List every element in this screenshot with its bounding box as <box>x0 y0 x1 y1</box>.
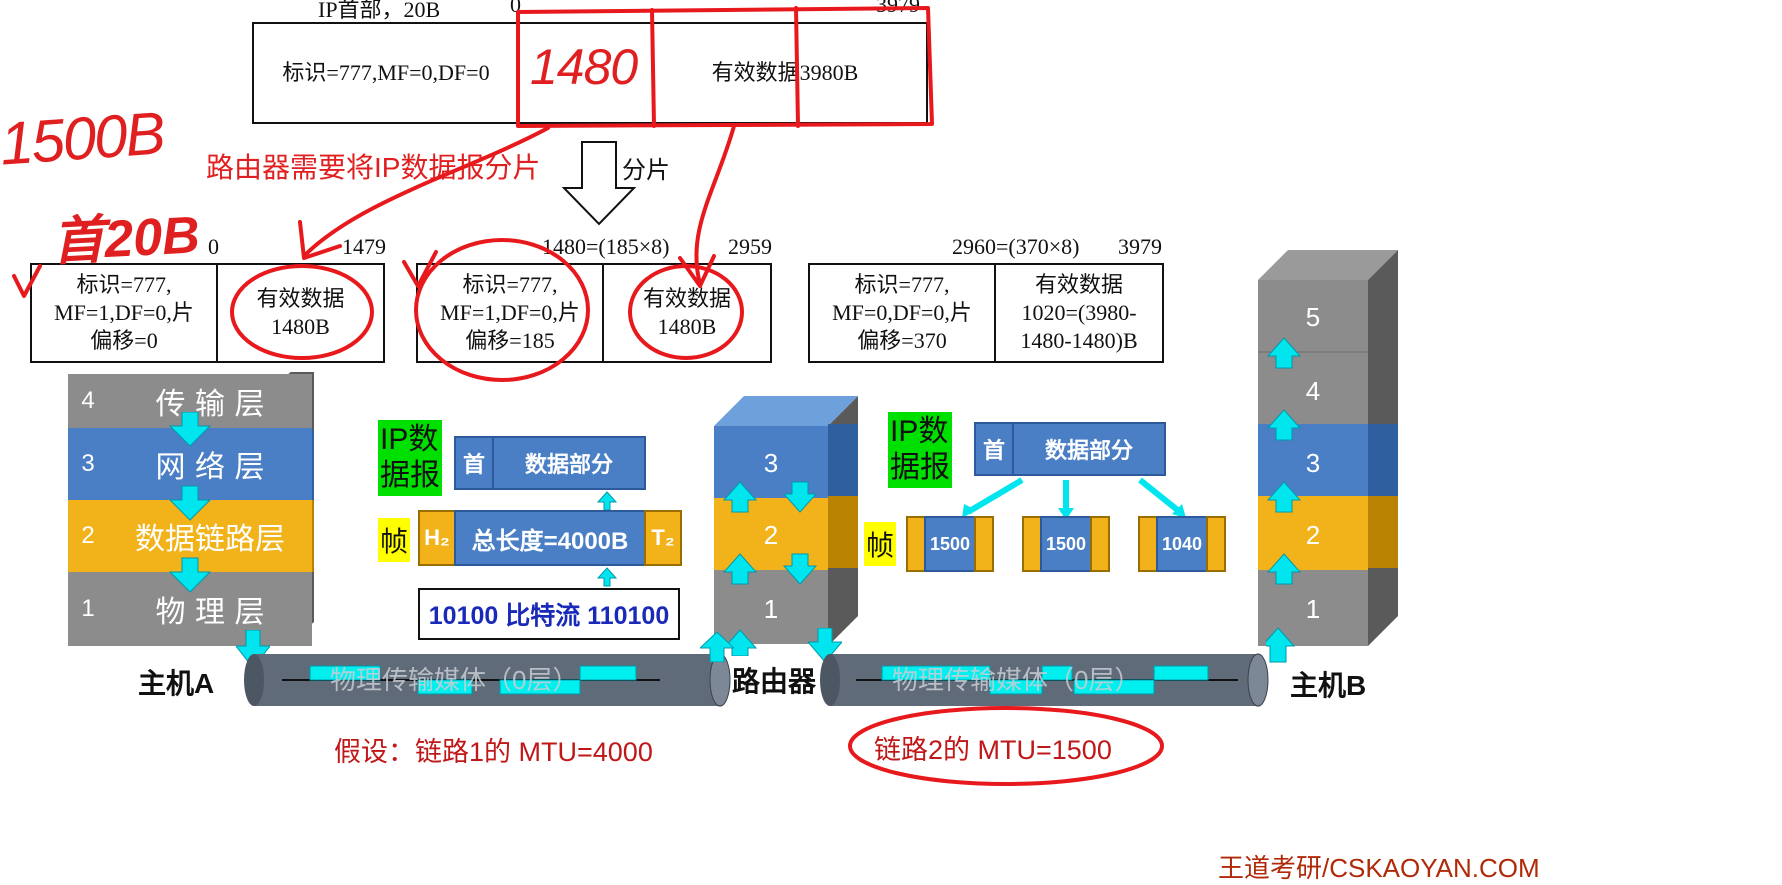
link2-medium-label: 物理传输媒体（0层） <box>892 665 1141 695</box>
router-layer-1: 1 <box>763 594 779 624</box>
host-a-down-arrows-icon <box>168 412 212 593</box>
host-b-layer-1: 1 <box>1305 594 1321 624</box>
frag1-start: 0 <box>208 234 219 259</box>
handwritten-1480: 1480 <box>530 39 638 95</box>
link2-ip-data-part: 数据部分 <box>1012 422 1166 476</box>
link2-frame-3: 1040 <box>1138 516 1226 572</box>
link1-cable <box>244 653 731 707</box>
router-arrows-icon <box>722 481 818 656</box>
frag3-start: 2960=(370×8) <box>952 234 1080 259</box>
original-header-field: 标识=777,MF=0,DF=0 <box>282 60 490 85</box>
router-out-arrow-icon <box>808 628 842 663</box>
host-b-layer-2: 2 <box>1305 520 1321 550</box>
link1-ip-datagram-label: IP数据报 <box>378 420 442 496</box>
link2-frame-2: 1500 <box>1022 516 1110 572</box>
link1-up-arrow-2-icon <box>596 567 618 587</box>
router-stack-3d <box>714 396 858 646</box>
host-b-layer-3: 3 <box>1305 448 1321 478</box>
link2-frame-1: 1500 <box>906 516 994 572</box>
router-layer-2: 2 <box>763 520 779 550</box>
split-arrow-label: 分片 <box>622 158 670 184</box>
link1-h2-trailer-head: H₂ <box>418 510 456 566</box>
link1-frame-label: 帧 <box>378 518 411 562</box>
link1-t2-trailer: T₂ <box>644 510 682 566</box>
host-b-up-arrows-icon <box>1266 337 1302 663</box>
frag2-end: 2959 <box>728 234 772 259</box>
link2-ip-head: 首 <box>974 422 1014 476</box>
host-b-layer-4: 4 <box>1305 376 1321 406</box>
link1-ip-head: 首 <box>454 436 494 490</box>
frag3-end: 3979 <box>1118 234 1162 259</box>
host-a-label: 主机A <box>138 668 215 699</box>
host-b-layer-5: 5 <box>1305 302 1321 332</box>
frag1-header: 标识=777,MF=1,DF=0,片偏移=0 <box>54 272 194 353</box>
top-offset-start: 0 <box>510 0 521 17</box>
host-b-label: 主机B <box>1290 670 1367 701</box>
link2-frame-label: 帧 <box>864 522 897 566</box>
frag3-header: 标识=777,MF=0,DF=0,片偏移=370 <box>832 272 972 353</box>
watermark: 王道考研/CSKAOYAN.COM <box>1218 853 1540 883</box>
link2-mtu-assumption: 链路2的 MTU=1500 <box>874 735 1112 765</box>
router-in-arrow-icon <box>700 632 734 662</box>
frag1-end: 1479 <box>342 234 386 259</box>
ip-header-size-label: IP首部，20B <box>318 0 441 22</box>
split-down-arrow-icon <box>561 141 637 226</box>
link1-bitstream: 10100 比特流 110100 <box>418 588 680 640</box>
link1-medium-label: 物理传输媒体（0层） <box>330 665 579 695</box>
link2-cable <box>820 653 1269 707</box>
router-layer-3: 3 <box>763 448 779 478</box>
link1-ip-data-part: 数据部分 <box>492 436 646 490</box>
link1-mtu-assumption: 假设：链路1的 MTU=4000 <box>334 737 653 767</box>
link2-split-arrows-icon <box>962 477 1186 520</box>
link2-ip-datagram-label: IP数据报 <box>888 412 952 488</box>
router-label: 路由器 <box>732 666 817 697</box>
frag2-start: 1480=(185×8) <box>542 234 670 259</box>
frag2-header: 标识=777,MF=1,DF=0,片偏移=185 <box>440 272 580 353</box>
